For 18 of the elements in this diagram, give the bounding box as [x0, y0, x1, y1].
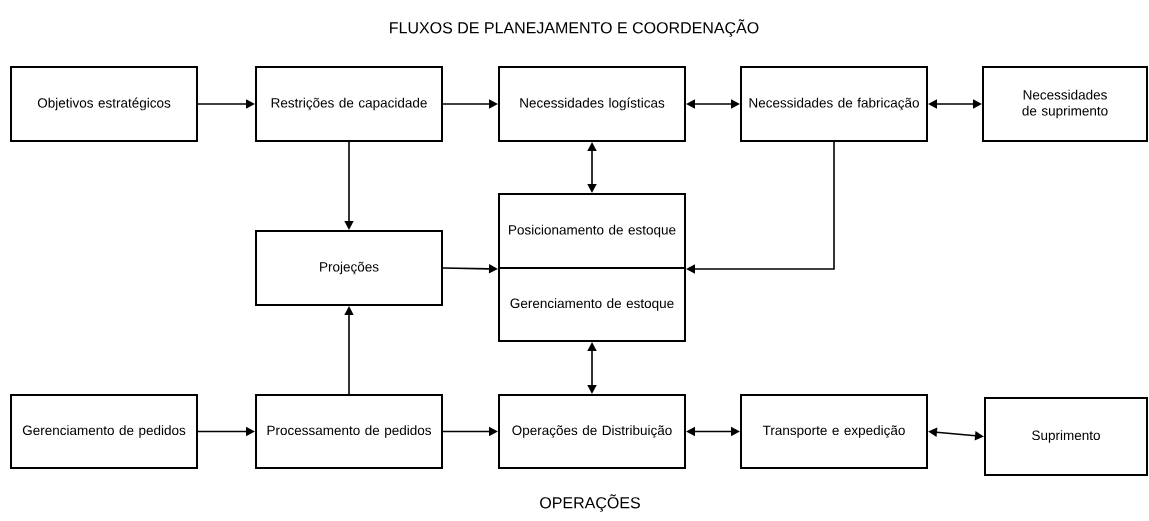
heading: OPERAÇÕES [540, 494, 640, 512]
process-box: Restrições de capacidade [255, 66, 443, 142]
process-box: Necessidades de suprimento [982, 66, 1148, 142]
arrow [442, 99, 498, 109]
process-box: Transporte e expedição [740, 394, 928, 469]
process-box: Gerenciamento de pedidos [10, 394, 198, 469]
process-box: Projeções [255, 230, 443, 306]
heading: FLUXOS DE PLANEJAMENTO E COORDENAÇÃO [390, 19, 759, 37]
process-box: Operações de Distribuição [498, 394, 686, 469]
process-box: Gerenciamento de estoque [498, 267, 686, 342]
process-box: Necessidades de fabricação [740, 66, 928, 142]
process-box: Posicionamento de estoque [498, 193, 686, 269]
arrow [442, 264, 498, 274]
process-box: Processamento de pedidos [255, 394, 443, 469]
process-box: Suprimento [984, 397, 1148, 476]
process-box: Objetivos estratégicos [10, 66, 198, 142]
arrow [344, 306, 354, 395]
process-box: Necessidades logísticas [498, 66, 686, 142]
